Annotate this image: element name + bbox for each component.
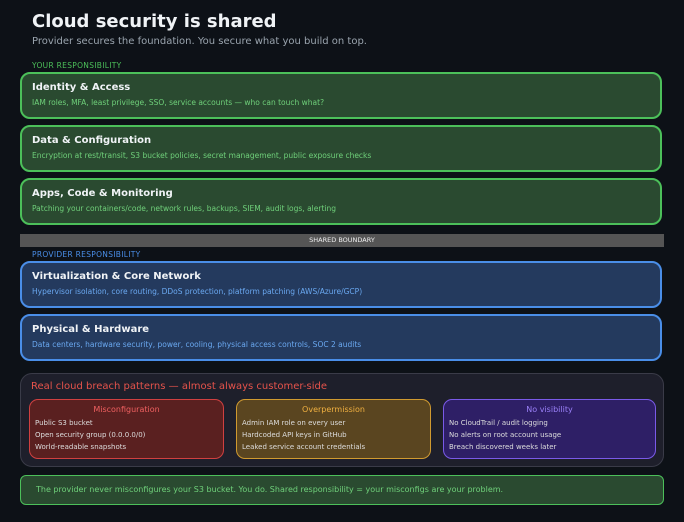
card-title: Identity & Access bbox=[32, 82, 131, 93]
card-identity-access: Identity & Access IAM roles, MFA, least … bbox=[20, 72, 662, 119]
card-title: Physical & Hardware bbox=[32, 324, 150, 335]
card-title: Data & Configuration bbox=[32, 135, 152, 146]
box-title: Misconfiguration bbox=[93, 405, 160, 414]
breach-title: Real cloud breach patterns — almost alwa… bbox=[31, 381, 327, 392]
card-title: Virtualization & Core Network bbox=[32, 271, 201, 282]
card-physical-hardware: Physical & Hardware Data centers, hardwa… bbox=[20, 314, 662, 361]
your-responsibility-label: YOUR RESPONSIBILITY bbox=[32, 61, 122, 70]
list-item: No CloudTrail / audit logging bbox=[449, 419, 548, 427]
card-desc: Encryption at rest/transit, S3 bucket po… bbox=[32, 151, 372, 160]
overpermission-box: Overpermission Admin IAM role on every u… bbox=[236, 399, 431, 459]
footer-note: The provider never misconfigures your S3… bbox=[20, 475, 664, 505]
card-desc: Data centers, hardware security, power, … bbox=[32, 340, 362, 349]
list-item: Leaked service account credentials bbox=[242, 443, 366, 451]
page-subtitle: Provider secures the foundation. You sec… bbox=[32, 36, 367, 47]
no-visibility-box: No visibility No CloudTrail / audit logg… bbox=[443, 399, 656, 459]
card-apps-code-monitoring: Apps, Code & Monitoring Patching your co… bbox=[20, 178, 662, 225]
box-title: Overpermission bbox=[302, 405, 365, 414]
provider-responsibility-label: PROVIDER RESPONSIBILITY bbox=[32, 250, 141, 259]
card-desc: Patching your containers/code, network r… bbox=[32, 204, 336, 213]
card-virtualization: Virtualization & Core Network Hypervisor… bbox=[20, 261, 662, 308]
card-data-configuration: Data & Configuration Encryption at rest/… bbox=[20, 125, 662, 172]
shared-boundary: SHARED BOUNDARY bbox=[20, 234, 664, 247]
list-item: Admin IAM role on every user bbox=[242, 419, 346, 427]
list-item: Breach discovered weeks later bbox=[449, 443, 557, 451]
list-item: No alerts on root account usage bbox=[449, 431, 562, 439]
misconfiguration-box: Misconfiguration Public S3 bucket Open s… bbox=[29, 399, 224, 459]
list-item: Public S3 bucket bbox=[35, 419, 93, 427]
box-title: No visibility bbox=[526, 405, 573, 414]
list-item: Open security group (0.0.0.0/0) bbox=[35, 431, 146, 439]
list-item: Hardcoded API keys in GitHub bbox=[242, 431, 347, 439]
list-item: World-readable snapshots bbox=[35, 443, 127, 451]
card-desc: IAM roles, MFA, least privilege, SSO, se… bbox=[32, 98, 325, 107]
card-desc: Hypervisor isolation, core routing, DDoS… bbox=[32, 287, 363, 296]
page-title: Cloud security is shared bbox=[32, 11, 277, 32]
card-title: Apps, Code & Monitoring bbox=[32, 188, 173, 199]
